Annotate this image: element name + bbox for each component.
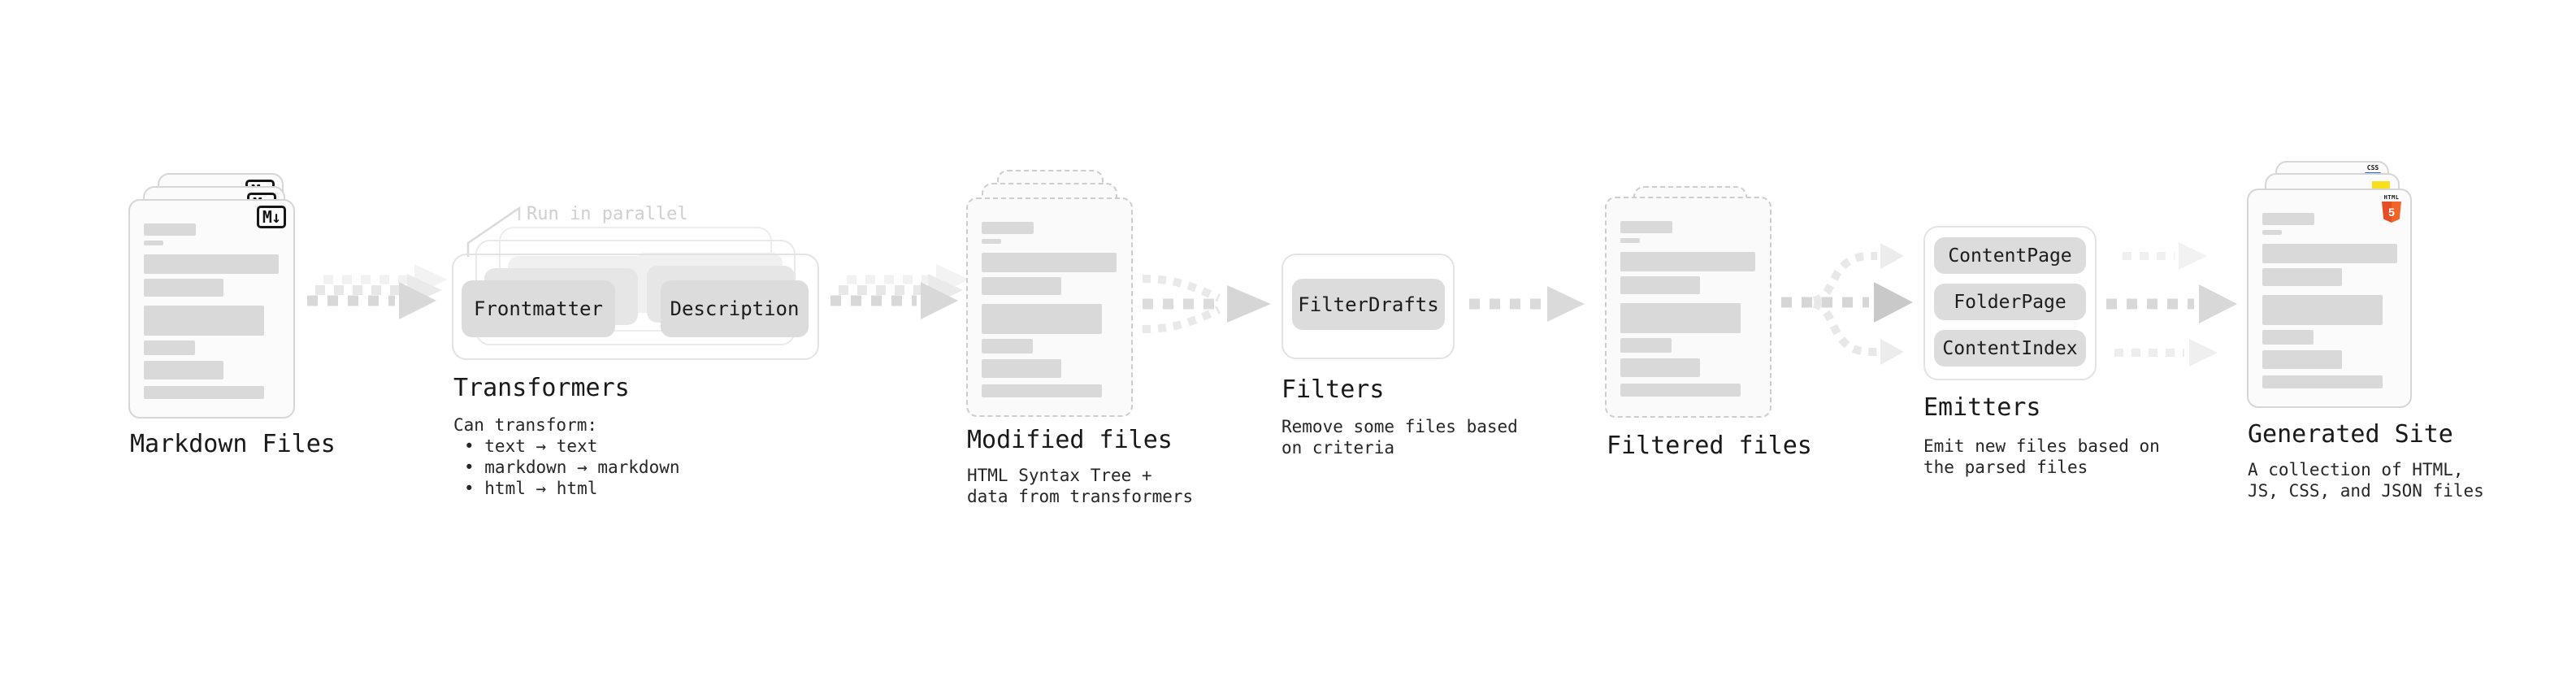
desc-line: the parsed files — [1923, 458, 2088, 477]
placeholder-line — [2262, 213, 2314, 225]
arrow-markdown-to-transformers — [307, 264, 448, 319]
placeholder-lines — [2249, 190, 2410, 388]
placeholder-line — [982, 304, 1102, 334]
stage-description: HTML Syntax Tree + data from transformer… — [967, 465, 1193, 507]
js-icon — [2372, 181, 2390, 189]
emitter-pill-contentpage: ContentPage — [1934, 237, 2086, 274]
placeholder-line — [1620, 252, 1755, 271]
file-card-front — [966, 197, 1133, 417]
placeholder-lines — [130, 201, 293, 399]
placeholder-lines — [968, 199, 1131, 397]
placeholder-line — [1620, 221, 1672, 233]
callout-run-in-parallel: Run in parallel — [527, 204, 688, 224]
placeholder-line — [144, 223, 196, 236]
placeholder-line — [982, 239, 1001, 244]
file-card-front: HTML 5 — [2247, 189, 2412, 408]
arrow-modified-to-filters-merge — [1142, 275, 1271, 333]
bullet-item: • markdown → markdown — [464, 458, 680, 477]
bullet-item: • text → text — [464, 436, 598, 456]
stage-label: Generated Site — [2248, 420, 2453, 449]
placeholder-line — [144, 340, 195, 355]
transformer-pill-description: Description — [661, 280, 809, 337]
placeholder-line — [1620, 238, 1640, 243]
arrow-emitters-to-generated — [2106, 242, 2237, 367]
emitter-pill-folderpage: FolderPage — [1934, 284, 2086, 320]
stage-description: Remove some files based on criteria — [1281, 416, 1518, 458]
desc-line: JS, CSS, and JSON files — [2248, 481, 2484, 501]
placeholder-line — [2262, 244, 2397, 263]
placeholder-line — [2262, 230, 2282, 235]
file-card-front: M↓ — [128, 199, 295, 419]
placeholder-line — [2262, 330, 2314, 345]
placeholder-line — [982, 384, 1102, 397]
desc-line: A collection of HTML, — [2248, 460, 2464, 479]
placeholder-line — [144, 254, 279, 274]
arrow-filtered-to-emitters-fanout — [1781, 243, 1913, 365]
placeholder-line — [144, 361, 223, 380]
placeholder-line — [982, 277, 1061, 295]
placeholder-line — [982, 222, 1034, 234]
desc-title: Can transform: — [453, 415, 598, 435]
placeholder-line — [1620, 358, 1700, 377]
html5-icon: HTML 5 — [2382, 194, 2401, 223]
bullet-item: • html → html — [464, 479, 598, 498]
placeholder-line — [1620, 276, 1700, 294]
placeholder-line — [2262, 268, 2342, 286]
transformer-container-front — [452, 254, 819, 360]
stage-label: Filtered files — [1607, 432, 1812, 460]
file-card-front — [1605, 197, 1772, 418]
filter-pill-filterdrafts: FilterDrafts — [1292, 279, 1445, 330]
placeholder-lines — [1607, 198, 1770, 397]
placeholder-line — [1620, 303, 1741, 333]
desc-line: data from transformers — [967, 487, 1194, 506]
callout-leader-line — [466, 206, 521, 257]
stage-label: Filters — [1281, 375, 1385, 404]
placeholder-line — [144, 241, 163, 245]
stage-label: Emitters — [1923, 393, 2041, 422]
placeholder-line — [982, 359, 1061, 378]
desc-line: on criteria — [1281, 438, 1395, 458]
desc-line: HTML Syntax Tree + — [967, 466, 1152, 485]
placeholder-line — [144, 306, 264, 336]
placeholder-line — [1620, 338, 1672, 353]
stage-label: Transformers — [453, 374, 630, 402]
arrow-filters-to-filtered — [1469, 286, 1585, 322]
placeholder-line — [1620, 384, 1741, 397]
arrow-transformers-to-modified — [830, 264, 969, 319]
stage-label: Markdown Files — [130, 430, 336, 458]
desc-line: Remove some files based — [1281, 417, 1518, 436]
placeholder-line — [2262, 295, 2383, 325]
placeholder-line — [2262, 350, 2342, 369]
stage-description: Emit new files based on the parsed files — [1923, 436, 2160, 478]
stage-description: A collection of HTML, JS, CSS, and JSON … — [2248, 459, 2484, 501]
placeholder-line — [144, 279, 223, 297]
stage-label: Modified files — [967, 426, 1173, 454]
markdown-icon: M↓ — [256, 206, 286, 228]
placeholder-line — [982, 339, 1033, 354]
desc-line: Emit new files based on — [1923, 436, 2160, 456]
transformer-pill-frontmatter: Frontmatter — [462, 280, 615, 337]
placeholder-line — [144, 386, 264, 399]
emitter-pill-contentindex: ContentIndex — [1934, 330, 2086, 367]
desc-bullets: • text → text • markdown → markdown • ht… — [453, 436, 680, 499]
stage-description: Can transform: • text → text • markdown … — [453, 414, 680, 499]
placeholder-line — [982, 253, 1117, 272]
placeholder-line — [2262, 375, 2383, 388]
